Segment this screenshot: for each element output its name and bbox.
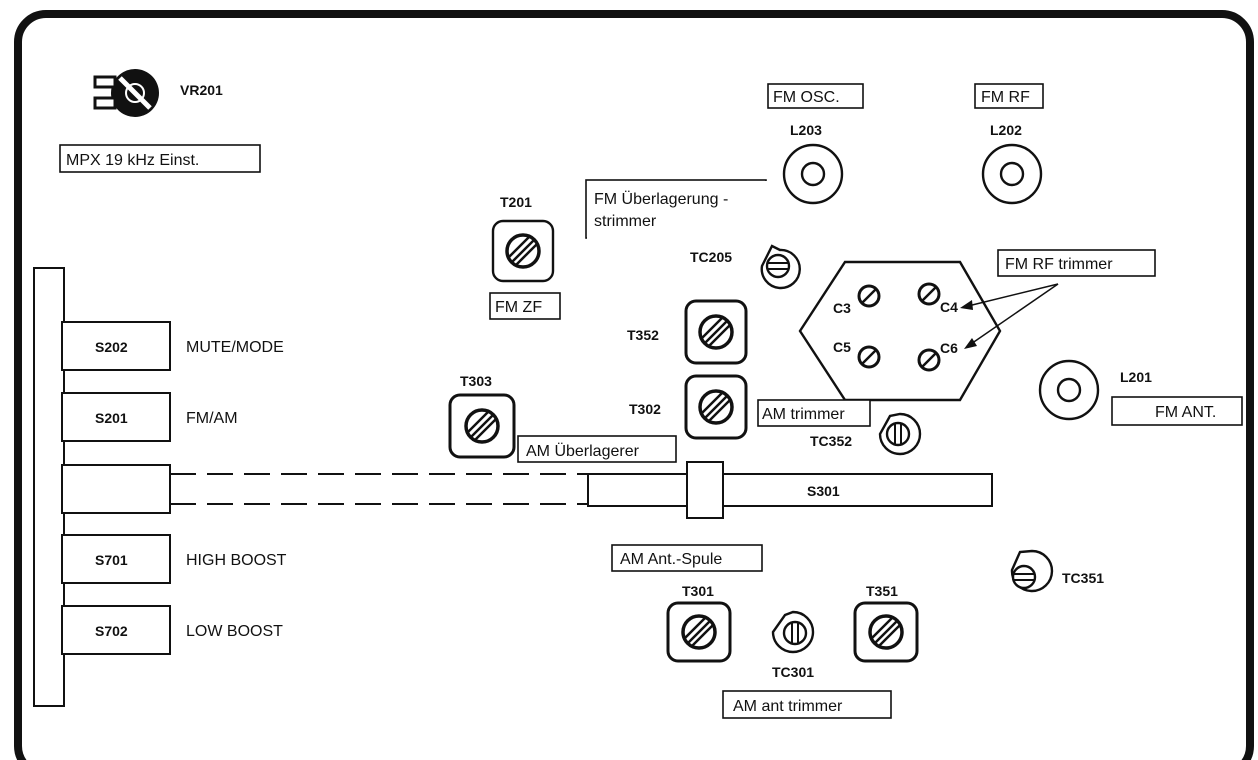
switch-s702-name: LOW BOOST: [186, 623, 283, 640]
l203-coil-icon: [782, 143, 844, 205]
fm-rf-trimmer-arrows: [960, 283, 1059, 349]
t352-label: T352: [627, 327, 659, 343]
switch-s702-code: S702: [95, 623, 128, 639]
switch-s202-name: MUTE/MODE: [186, 339, 284, 356]
t351-transformer-icon: [853, 601, 919, 663]
t303-label: T303: [460, 373, 492, 389]
tc351-label: TC351: [1062, 570, 1104, 586]
t352-transformer-icon: [684, 299, 748, 365]
am-trimmer-label: AM trimmer: [762, 406, 845, 423]
vr201-label: VR201: [180, 82, 223, 98]
t301-transformer-icon: [666, 601, 732, 663]
tc351-trimmer-icon: [1010, 549, 1054, 593]
c4-trimmer-icon: [917, 282, 941, 306]
am-ant-spule-label: AM Ant.-Spule: [620, 551, 722, 568]
t302-label: T302: [629, 401, 661, 417]
switch-s701-name: HIGH BOOST: [186, 552, 287, 569]
l203-label: L203: [790, 122, 822, 138]
fm-zf-label: FM ZF: [495, 299, 542, 316]
tc205-label: TC205: [690, 249, 732, 265]
c3-trimmer-icon: [857, 284, 881, 308]
switch-s301-lever: [61, 464, 171, 514]
t201-label: T201: [500, 194, 532, 210]
am-ueberlagerer-box: [517, 435, 677, 463]
fm-osc-box: [767, 83, 864, 109]
fm-ueberlagerung-line2: strimmer: [594, 213, 657, 230]
mpx-adjust-box: [59, 144, 261, 173]
tc352-label: TC352: [810, 433, 852, 449]
fm-rf-trimmer-box: [997, 249, 1156, 277]
switch-s701: S701 HIGH BOOST: [61, 534, 287, 584]
tc352-trimmer-icon: [878, 412, 922, 456]
switch-s201-name: FM/AM: [186, 410, 238, 427]
fm-ueberlagerung-line1: FM Überlagerung -: [594, 190, 728, 208]
t351-label: T351: [866, 583, 898, 599]
switch-s702: S702 LOW BOOST: [61, 605, 283, 655]
fm-rf-label: FM RF: [981, 89, 1030, 106]
l201-label: L201: [1120, 369, 1152, 385]
tc301-label: TC301: [772, 664, 814, 680]
s301-label: S301: [807, 483, 840, 499]
t201-transformer-icon: [491, 219, 555, 283]
board-outline: [14, 10, 1254, 760]
fm-zf-box: [489, 292, 561, 320]
vr201-potentiometer-icon: [93, 69, 159, 117]
switch-s701-code: S701: [95, 552, 128, 568]
c4-label: C4: [940, 299, 958, 315]
tc301-trimmer-icon: [771, 610, 815, 654]
am-ant-trimmer-box: [722, 690, 892, 719]
am-ant-spule-box: [611, 544, 763, 572]
mpx-adjust-label: MPX 19 kHz Einst.: [66, 152, 199, 169]
fm-ant-box: [1111, 396, 1243, 426]
l202-label: L202: [990, 122, 1022, 138]
c6-trimmer-icon: [917, 348, 941, 372]
fm-ueberlagerung-box: [585, 179, 767, 239]
switch-s201-code: S201: [95, 410, 128, 426]
fm-osc-label: FM OSC.: [773, 89, 840, 106]
switch-panel: [33, 267, 65, 707]
fm-rf-box: [974, 83, 1044, 109]
fm-rf-trimmer-label: FM RF trimmer: [1005, 256, 1113, 273]
switch-s202: S202 MUTE/MODE: [61, 321, 284, 371]
fm-rf-trimmer-block: [798, 260, 1002, 402]
l202-coil-icon: [981, 143, 1043, 205]
switch-s201: S201 FM/AM: [61, 392, 238, 442]
am-ant-trimmer-label: AM ant trimmer: [733, 698, 843, 715]
c3-label: C3: [833, 300, 851, 316]
switch-s202-code: S202: [95, 339, 128, 355]
tc205-trimmer-icon: [760, 244, 801, 290]
am-ueberlagerer-label: AM Überlagerer: [526, 442, 640, 460]
t302-transformer-icon: [684, 374, 748, 440]
t301-label: T301: [682, 583, 714, 599]
c5-trimmer-icon: [857, 345, 881, 369]
t303-transformer-icon: [448, 393, 516, 459]
fm-ant-label: FM ANT.: [1155, 404, 1216, 421]
s301-slide-switch: [587, 461, 993, 519]
am-trimmer-box: [757, 399, 871, 427]
c6-label: C6: [940, 340, 958, 356]
l201-coil-icon: [1038, 359, 1100, 421]
c5-label: C5: [833, 339, 851, 355]
